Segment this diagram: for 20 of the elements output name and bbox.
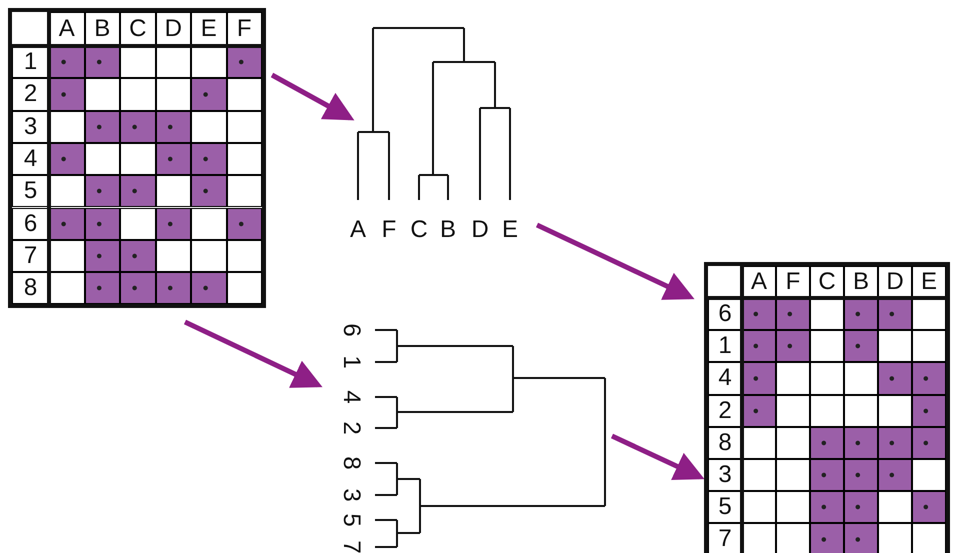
matrix-table [704, 262, 950, 553]
leaf-label: 6 [339, 322, 363, 339]
leaf-label: 2 [339, 420, 363, 437]
leaf-label: 1 [339, 354, 363, 371]
leaf-label: F [380, 218, 398, 242]
arrow [610, 434, 705, 480]
leaf-label: D [470, 218, 490, 242]
leaf-label: 7 [339, 539, 363, 553]
arrow [270, 72, 354, 120]
leaf-label: 3 [339, 487, 363, 504]
matrix-table [8, 8, 266, 308]
leaf-label: 5 [339, 512, 363, 529]
arrow [184, 320, 323, 388]
arrow [536, 222, 695, 300]
leaf-label: E [500, 218, 519, 242]
leaf-label: A [348, 218, 367, 242]
leaf-label: 8 [339, 455, 363, 472]
leaf-label: 4 [339, 389, 363, 406]
leaf-label: C [409, 218, 429, 242]
leaf-label: B [438, 218, 457, 242]
